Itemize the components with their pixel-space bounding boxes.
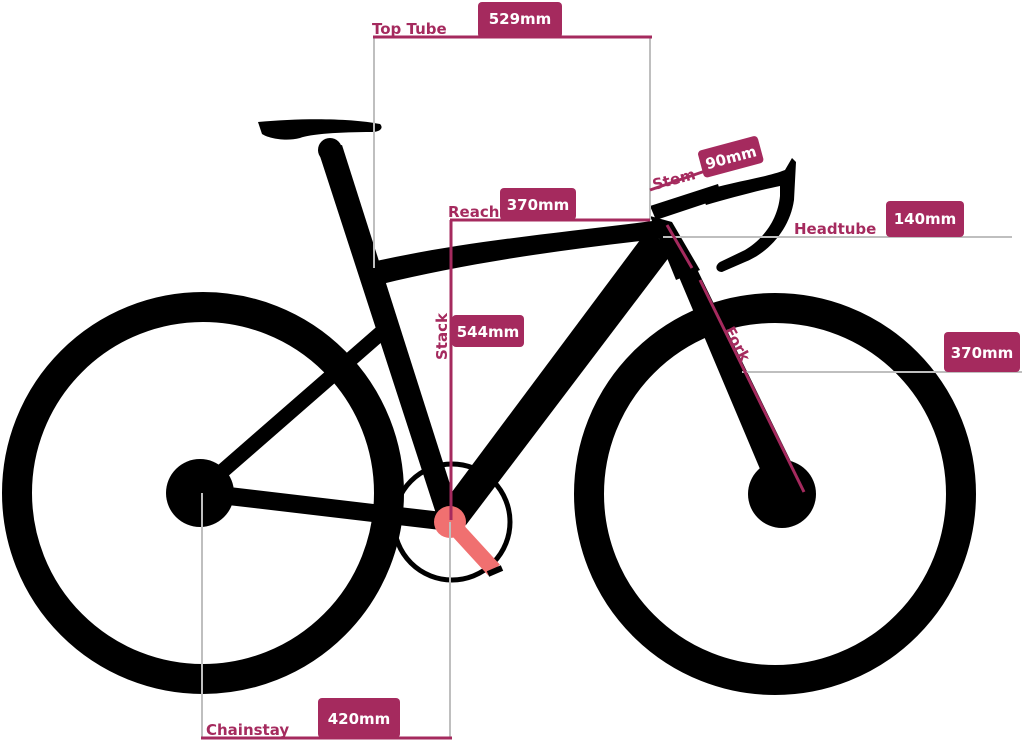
stack-label: Stack <box>433 312 451 360</box>
top-tube-tube <box>372 220 667 285</box>
headtube-badge <box>886 201 964 237</box>
fork-badge <box>944 332 1020 372</box>
seat-tube <box>318 145 462 526</box>
chainstay-label: Chainstay <box>206 721 289 739</box>
reach-label: Reach <box>448 203 499 221</box>
saddle <box>258 119 382 140</box>
chainstay-value: 420mm <box>328 710 391 728</box>
front-wheel <box>574 293 976 695</box>
chainstay-tube <box>194 484 459 531</box>
fork-dimension-line <box>698 279 806 493</box>
fork-value: 370mm <box>951 344 1014 362</box>
reach-value: 370mm <box>507 196 570 214</box>
pedal <box>486 565 504 577</box>
top-tube-label: Top Tube <box>372 20 447 38</box>
reach-badge <box>500 188 576 220</box>
headtube-value: 140mm <box>894 210 957 228</box>
stem-label: Stem <box>650 165 697 194</box>
top-tube-value: 529mm <box>489 10 552 28</box>
measurement-lines <box>201 35 806 740</box>
top-tube-badge <box>478 2 562 38</box>
stem-badge <box>698 136 764 178</box>
headtube-label: Headtube <box>794 220 876 238</box>
stack-badge <box>452 315 524 347</box>
headtube-dimension-line <box>665 224 694 269</box>
stack-value: 544mm <box>457 323 520 341</box>
handlebar <box>700 158 796 272</box>
seatstay-tube <box>202 317 398 490</box>
bicycle-silhouette <box>2 119 976 695</box>
down-tube <box>440 232 676 525</box>
chainstay-badge <box>318 698 400 738</box>
fork-blade <box>660 232 800 488</box>
